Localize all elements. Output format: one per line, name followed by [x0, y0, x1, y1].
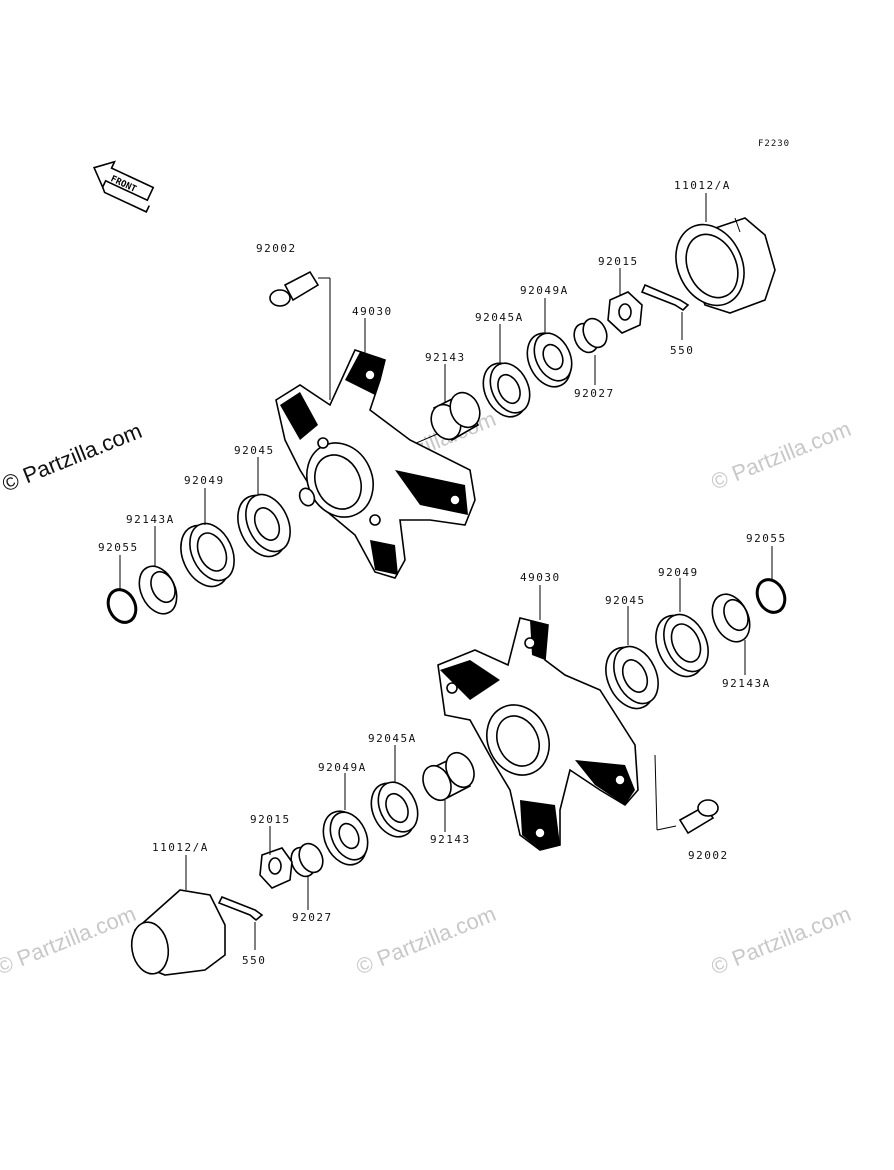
upper-assembly: 92002 49030 92143 92045A 92049A 92015 11… [98, 179, 776, 624]
collar-92143-lower [422, 751, 475, 802]
label-92045a: 92045A [475, 311, 524, 324]
label-92015: 92015 [250, 813, 291, 826]
spacer-92027-upper [573, 317, 608, 354]
hub-cap-11012-lower [130, 855, 226, 976]
stud-92002-lower [654, 754, 719, 835]
watermark: © Partzilla.com [0, 418, 145, 497]
cotter-pin-550-lower [217, 895, 264, 950]
cotter-pin-550-upper [640, 283, 690, 340]
collar-92143-upper [430, 391, 481, 442]
label-92045a: 92045A [368, 732, 417, 745]
label-92143a: 92143A [722, 677, 771, 690]
seal-92049a-upper [526, 332, 573, 388]
o-ring-92055-lower [755, 578, 787, 614]
bearing-92045-upper [237, 493, 291, 558]
diagram-code: F2230 [758, 139, 790, 149]
spacer-92027-lower [290, 842, 324, 878]
bearing-92045a-upper [482, 362, 531, 418]
label-92015: 92015 [598, 255, 639, 268]
hub-lower [437, 617, 639, 851]
label-92143a: 92143A [126, 513, 175, 526]
nut-92015-upper [607, 291, 643, 334]
bearing-92045a-lower [370, 781, 419, 838]
label-11012a: 11012/A [152, 841, 209, 854]
label-92027: 92027 [292, 911, 333, 924]
label-550: 550 [670, 344, 694, 357]
label-92045: 92045 [234, 444, 275, 457]
o-ring-92055-upper [106, 588, 138, 624]
watermark: © Partzilla.com [0, 901, 139, 980]
stud-92002-upper [269, 270, 331, 400]
collar-92143a-upper [138, 565, 178, 615]
label-92049: 92049 [184, 474, 225, 487]
label-92143: 92143 [430, 833, 471, 846]
hub-cap-11012-upper [675, 217, 776, 314]
lower-assembly: 49030 92049 92055 92045 92143A 92045A 92… [130, 532, 787, 976]
label-92049: 92049 [658, 566, 699, 579]
watermark: © Partzilla.com [708, 901, 855, 980]
label-49030: 49030 [520, 571, 561, 584]
bearing-92045-lower [605, 645, 659, 710]
label-92027: 92027 [574, 387, 615, 400]
seal-92049a-lower [322, 810, 369, 866]
watermark: © Partzilla.com [708, 416, 855, 495]
label-49030: 49030 [352, 305, 393, 318]
label-92055: 92055 [98, 541, 139, 554]
label-92002: 92002 [256, 242, 297, 255]
nut-92015-lower [259, 847, 293, 889]
label-92049a: 92049A [520, 284, 569, 297]
label-92055: 92055 [746, 532, 787, 545]
seal-92049-lower [655, 613, 709, 678]
collar-92143a-lower [711, 593, 751, 643]
hub-upper [275, 349, 476, 579]
label-92045: 92045 [605, 594, 646, 607]
label-92049a: 92049A [318, 761, 367, 774]
front-arrow-icon: FRONT [92, 160, 155, 213]
label-92002: 92002 [688, 849, 729, 862]
label-92143: 92143 [425, 351, 466, 364]
watermark: © Partzilla.com [353, 901, 500, 980]
label-550: 550 [242, 954, 266, 967]
label-11012a: 11012/A [674, 179, 731, 192]
seal-92049-upper [180, 522, 235, 588]
